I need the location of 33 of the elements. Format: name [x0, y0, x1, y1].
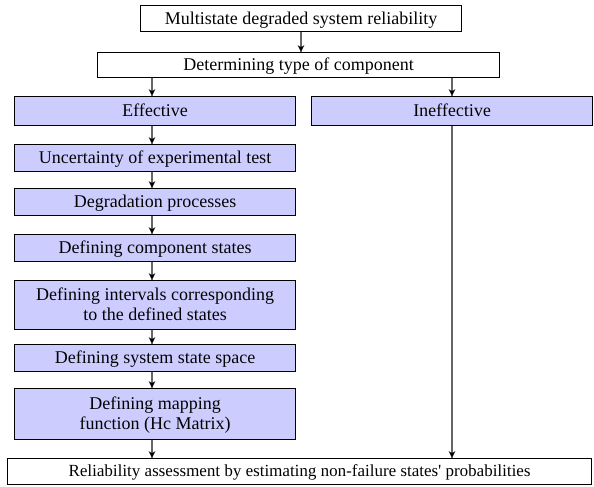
arrow: [148, 78, 156, 96]
box-text: Reliability assessment by estimating non-failure states' probabilities: [68, 462, 530, 481]
box-text: Defining intervals corresponding to the defined states: [35, 285, 275, 325]
box-text: Defining mapping function (Hc Matrix): [78, 394, 232, 434]
process-box: [14, 344, 296, 372]
process-box: [14, 188, 296, 216]
box-text: Uncertainty of experimental test: [38, 148, 272, 168]
arrow: [448, 78, 456, 96]
process-box: [14, 96, 296, 126]
box-text: Ineffective: [413, 101, 491, 121]
arrow: [298, 32, 304, 52]
arrow: [448, 126, 456, 458]
arrow: [148, 262, 156, 280]
process-box: [14, 388, 296, 440]
process-box: [7, 458, 592, 485]
arrow: [148, 330, 156, 344]
box-text: Defining system state space: [54, 348, 256, 368]
arrow: [148, 172, 156, 188]
arrow: [148, 440, 156, 458]
box-text: Degradation processes: [74, 192, 236, 212]
box-text: Effective: [122, 101, 188, 121]
arrow: [148, 126, 156, 144]
process-box: [97, 52, 500, 78]
box-text: Multistate degraded system reliability: [164, 8, 438, 28]
process-box: [14, 234, 296, 262]
arrow: [148, 216, 156, 234]
box-text: Determining type of component: [183, 55, 414, 75]
box-text: Defining component states: [58, 238, 252, 258]
arrow: [148, 372, 156, 388]
process-box: [14, 144, 296, 172]
process-box: [140, 5, 462, 32]
process-box: [14, 280, 296, 330]
process-box: [311, 96, 593, 126]
